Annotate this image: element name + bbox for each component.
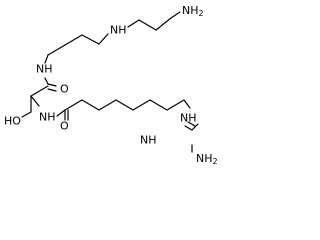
molecule-structure: NH2 NH NH O HO NH O NH NH NH2 (4, 4, 218, 166)
bond-carbonyl2-c8 (64, 99, 83, 111)
bond-cguan-imine-2 (187, 121, 196, 127)
atom-nh-guanidine: NH (140, 134, 157, 147)
bond-c4-c5 (81, 34, 100, 45)
bond-c13-c14 (166, 99, 185, 111)
atom-labels: NH2 NH NH O HO NH O NH NH NH2 (4, 4, 218, 166)
bond-c9-c10 (98, 99, 117, 111)
bond-c8-c9 (81, 99, 100, 111)
bond-carbonyl-alpha (30, 85, 49, 97)
bond-carbonyl-o-1 (47, 83, 57, 87)
atom-imine-nh: NH (180, 112, 197, 125)
bond-nh-carbonyl2 (56, 109, 66, 117)
bond-c7-nh (44, 54, 49, 64)
bond-c2-c3 (138, 19, 157, 31)
bond-c6-c7 (47, 44, 66, 56)
atom-nh-secondary-amine: NH (110, 24, 127, 37)
atom-o-lower-carbonyl: O (60, 120, 69, 133)
bond-c11-c12 (132, 99, 151, 111)
bond-c14-nh (183, 99, 191, 109)
atom-nh-upper-amide: NH (36, 63, 53, 76)
bond-nh2-c1 (170, 11, 181, 19)
bond-nh-cguan (191, 123, 199, 131)
bond-carbonyl-o-2 (47, 88, 57, 92)
bond-cb-oh (21, 111, 32, 118)
bond-nh-c4 (98, 33, 109, 45)
atom-hydroxyl: HO (4, 115, 21, 128)
atom-nh-lower-amide: NH (39, 111, 56, 124)
atom-nh2-top: NH2 (182, 4, 204, 18)
bond-c10-c11 (115, 99, 134, 111)
bond-c12-c13 (149, 99, 168, 111)
bond-alpha-nh (30, 95, 40, 107)
bond-cguan-imine-1 (184, 125, 193, 131)
bond-c3-nh (127, 19, 140, 28)
atom-nh2-guanidine: NH2 (196, 152, 218, 166)
bond-layer (21, 11, 199, 153)
bond-c5-c6 (64, 34, 83, 46)
bond-nh-carbonyl (44, 77, 49, 85)
atom-o-upper-carbonyl: O (60, 83, 69, 96)
bond-c1-c2 (155, 17, 172, 31)
